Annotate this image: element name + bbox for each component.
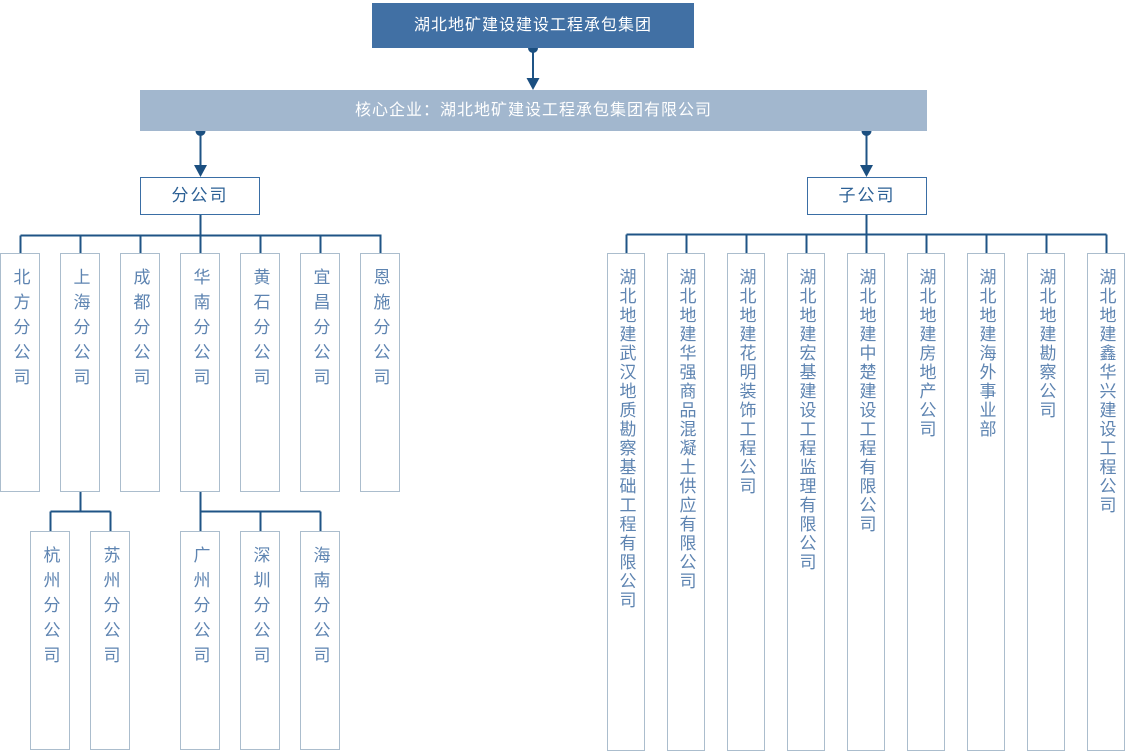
connector-arrow: [194, 165, 207, 177]
node-survey-subsidiary: 湖北地建勘察公司: [1027, 253, 1065, 751]
node-hongji-supervision-subsidiary: 湖北地建宏基建设工程监理有限公司: [787, 253, 825, 751]
tree-shanghai-sub: [49, 492, 112, 531]
node-huaqiang-concrete-subsidiary: 湖北地建华强商品混凝土供应有限公司: [667, 253, 705, 751]
node-yichang-branch: 宜昌分公司: [300, 253, 340, 492]
node-huanan-branch: 华南分公司: [180, 253, 220, 492]
tree-right-branch: [625, 215, 1108, 253]
connector-arrow: [526, 78, 540, 90]
node-huaming-decoration-subsidiary: 湖北地建花明装饰工程公司: [727, 253, 765, 751]
node-chengdu-branch: 成都分公司: [120, 253, 160, 492]
node-enshi-branch: 恩施分公司: [360, 253, 400, 492]
root-node: 湖北地矿建设建设工程承包集团: [372, 3, 694, 48]
connector-arrow: [860, 165, 873, 177]
node-overseas-division: 湖北地建海外事业部: [967, 253, 1005, 751]
node-huangshi-branch: 黄石分公司: [240, 253, 280, 492]
node-suzhou-branch: 苏州分公司: [90, 531, 130, 750]
node-hainan-branch: 海南分公司: [300, 531, 340, 750]
branch-label-fengongsi: 分公司: [140, 177, 260, 215]
node-beifang-branch: 北方分公司: [0, 253, 40, 492]
node-realestate-subsidiary: 湖北地建房地产公司: [907, 253, 945, 751]
node-zhongchu-construction-subsidiary: 湖北地建中楚建设工程有限公司: [847, 253, 885, 751]
node-wuhan-geology-subsidiary: 湖北地建武汉地质勘察基础工程有限公司: [607, 253, 645, 751]
node-guangzhou-branch: 广州分公司: [180, 531, 220, 750]
core-enterprise-bar: 核心企业：湖北地矿建设工程承包集团有限公司: [140, 90, 927, 131]
node-shanghai-branch: 上海分公司: [60, 253, 100, 492]
node-hangzhou-branch: 杭州分公司: [30, 531, 70, 750]
branch-label-zigongsi: 子公司: [807, 177, 927, 215]
tree-left-branch: [19, 215, 382, 253]
node-xinhuaxing-subsidiary: 湖北地建鑫华兴建设工程公司: [1087, 253, 1125, 751]
node-shenzhen-branch: 深圳分公司: [240, 531, 280, 750]
tree-huanan-sub: [199, 492, 322, 531]
